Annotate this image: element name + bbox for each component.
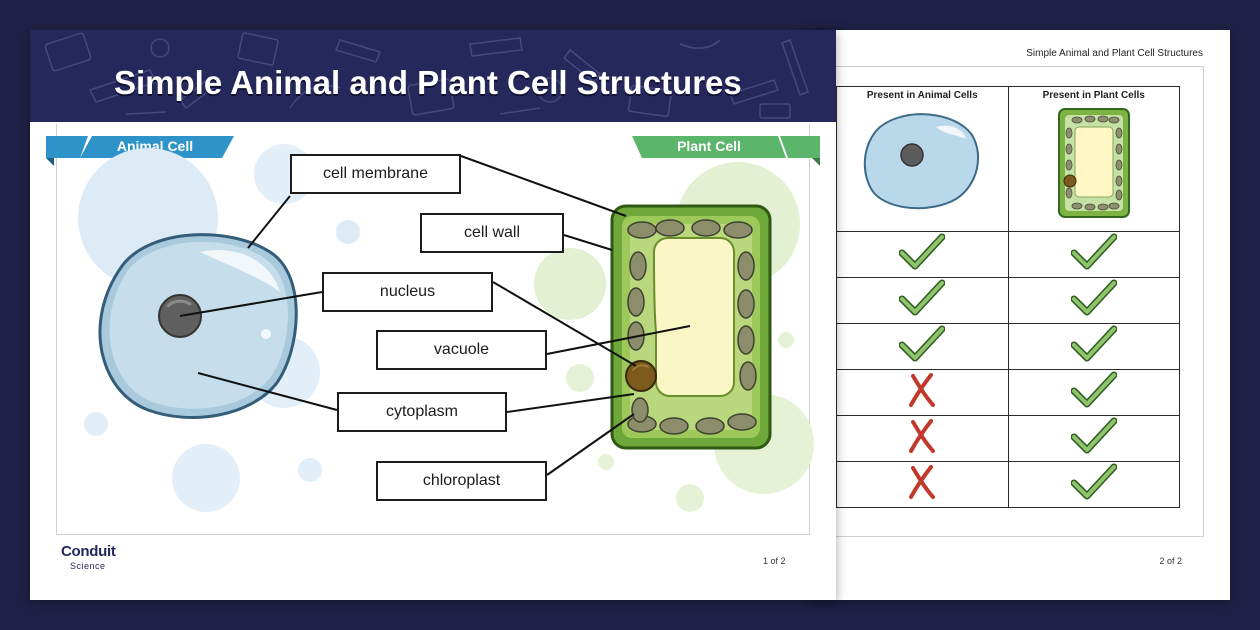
label-cell-wall: cell wall — [420, 213, 564, 253]
page-title: Simple Animal and Plant Cell Structures — [114, 64, 742, 101]
page-frame — [836, 66, 1204, 537]
check-icon — [898, 279, 946, 316]
label-cell-membrane: cell membrane — [290, 154, 461, 194]
label-nucleus: nucleus — [322, 272, 493, 312]
column-header-plant: Present in Plant Cells — [1007, 86, 1180, 232]
ribbon-plant-cell: Plant Cell — [677, 138, 741, 154]
table-cell-animal — [836, 369, 1009, 416]
comparison-table: Present in Animal Cells Present in Plant… — [836, 86, 1180, 508]
leader-lines — [179, 155, 691, 476]
table-cell-plant — [1007, 415, 1180, 462]
column-header-animal: Present in Animal Cells — [836, 86, 1009, 232]
table-cell-plant — [1007, 323, 1180, 370]
diagram-frame — [56, 124, 810, 535]
table-header-row: Present in Animal Cells Present in Plant… — [836, 86, 1180, 232]
page-number: 1 of 2 — [763, 556, 786, 566]
table-cell-animal — [836, 231, 1009, 278]
plant-cell-illustration-icon — [610, 204, 772, 450]
label-cytoplasm: cytoplasm — [337, 392, 507, 432]
plant-ribbon-icon — [632, 136, 820, 166]
label-vacuole: vacuole — [376, 330, 547, 370]
column-header-animal-label: Present in Animal Cells — [866, 90, 978, 101]
animal-ribbon-icon — [46, 136, 234, 166]
cross-icon — [909, 465, 936, 499]
animal-cell-illustration-icon — [98, 233, 298, 420]
table-row — [836, 323, 1180, 370]
table-row — [836, 369, 1180, 416]
table-row — [836, 415, 1180, 462]
table-cell-plant — [1007, 231, 1180, 278]
table-row — [836, 277, 1180, 324]
check-icon — [1070, 371, 1118, 408]
table-row — [836, 231, 1180, 278]
label-chloroplast: chloroplast — [376, 461, 547, 501]
check-icon — [898, 325, 946, 362]
page-header: Simple Animal and Plant Cell Structures — [1026, 48, 1203, 59]
cross-icon — [909, 373, 936, 407]
animal-cell-thumbnail-icon — [864, 113, 980, 210]
header-rule — [836, 66, 1203, 67]
table-cell-animal — [836, 323, 1009, 370]
table-cell-plant — [1007, 277, 1180, 324]
check-icon — [1070, 417, 1118, 454]
check-icon — [1070, 463, 1118, 500]
doodle-pattern-icon — [44, 32, 809, 119]
cell-diagram — [78, 144, 814, 512]
ribbon-shapes — [46, 136, 820, 166]
worksheet-page-2: Simple Animal and Plant Cell Structures … — [806, 30, 1230, 600]
check-icon — [898, 233, 946, 270]
check-icon — [1070, 325, 1118, 362]
cross-icon — [909, 419, 936, 453]
table-cell-plant — [1007, 461, 1180, 508]
table-cell-animal — [836, 461, 1009, 508]
logo-subtitle: Science — [70, 561, 106, 571]
check-icon — [1070, 233, 1118, 270]
check-icon — [1070, 279, 1118, 316]
title-banner: Simple Animal and Plant Cell Structures — [30, 30, 836, 122]
table-row — [836, 461, 1180, 508]
column-header-plant-label: Present in Plant Cells — [1042, 90, 1145, 101]
table-cell-plant — [1007, 369, 1180, 416]
table-cell-animal — [836, 415, 1009, 462]
logo-name: Conduit — [61, 543, 116, 560]
page-number: 2 of 2 — [1159, 556, 1182, 566]
table-cell-animal — [836, 277, 1009, 324]
worksheet-page-1: Simple Animal and Plant Cell Structures … — [30, 30, 836, 600]
plant-cell-thumbnail-icon — [1057, 108, 1130, 218]
